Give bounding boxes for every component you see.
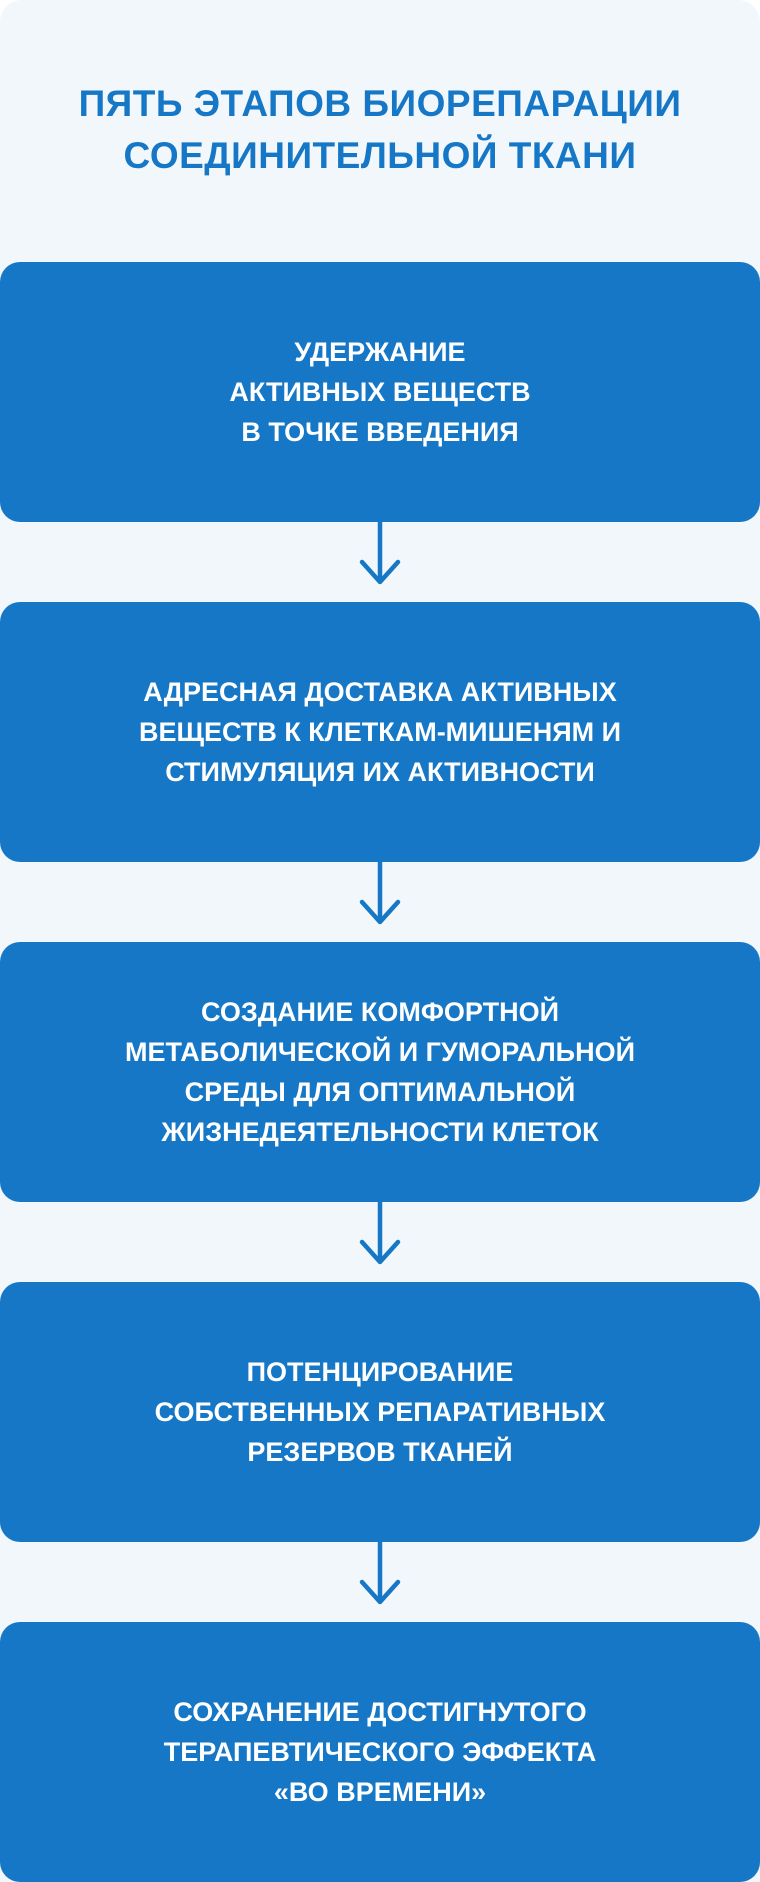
step-text: АДРЕСНАЯ ДОСТАВКА АКТИВНЫХ ВЕЩЕСТВ К КЛЕ…: [138, 677, 622, 787]
step-4: ПОТЕНЦИРОВАНИЕ СОБСТВЕННЫХ РЕПАРАТИВНЫХ …: [0, 1282, 760, 1542]
step-1: УДЕРЖАНИЕ АКТИВНЫХ ВЕЩЕСТВ В ТОЧКЕ ВВЕДЕ…: [0, 262, 760, 522]
step-text: ПОТЕНЦИРОВАНИЕ СОБСТВЕННЫХ РЕПАРАТИВНЫХ …: [154, 1357, 606, 1467]
step-text: УДЕРЖАНИЕ АКТИВНЫХ ВЕЩЕСТВ В ТОЧКЕ ВВЕДЕ…: [229, 337, 531, 447]
step-5: СОХРАНЕНИЕ ДОСТИГНУТОГО ТЕРАПЕВТИЧЕСКОГО…: [0, 1622, 760, 1882]
step-2: АДРЕСНАЯ ДОСТАВКА АКТИВНЫХ ВЕЩЕСТВ К КЛЕ…: [0, 602, 760, 862]
arrow-down-icon: [359, 1202, 401, 1265]
step-3: СОЗДАНИЕ КОМФОРТНОЙ МЕТАБОЛИЧЕСКОЙ И ГУМ…: [0, 942, 760, 1202]
arrow-down-icon: [359, 1542, 401, 1605]
page-title: ПЯТЬ ЭТАПОВ БИОРЕПАРАЦИИ СОЕДИНИТЕЛЬНОЙ …: [78, 83, 682, 176]
arrow-down-icon: [359, 522, 401, 585]
step-text: СОЗДАНИЕ КОМФОРТНОЙ МЕТАБОЛИЧЕСКОЙ И ГУМ…: [125, 997, 635, 1147]
step-text: СОХРАНЕНИЕ ДОСТИГНУТОГО ТЕРАПЕВТИЧЕСКОГО…: [163, 1697, 597, 1807]
arrow-down-icon: [359, 862, 401, 925]
